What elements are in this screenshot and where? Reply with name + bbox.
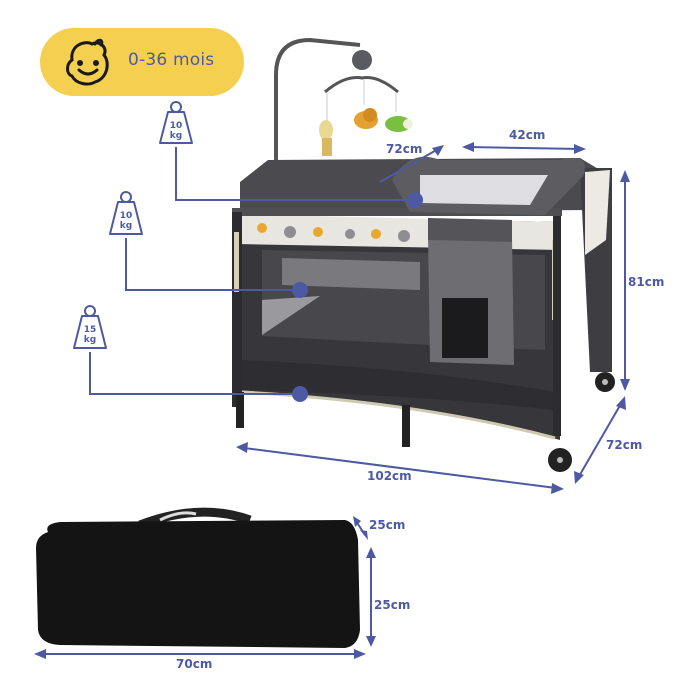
weight-label-bassinet: 10 kg bbox=[114, 211, 138, 231]
carry-bag-image bbox=[36, 507, 360, 648]
weight-label-changing-table: 10 kg bbox=[164, 121, 188, 141]
weight-unit: kg bbox=[169, 131, 183, 141]
dim-length: 102cm bbox=[367, 469, 412, 483]
dim-changing-table-depth: 72cm bbox=[386, 142, 423, 156]
bag-dim-height: 25cm bbox=[374, 598, 411, 612]
bag-dim-depth: 25cm bbox=[369, 518, 406, 532]
weight-value: 15 bbox=[83, 325, 97, 335]
bag-dim-length: 70cm bbox=[176, 657, 213, 671]
weight-label-playpen: 15 kg bbox=[78, 325, 102, 345]
dim-depth: 72cm bbox=[606, 438, 643, 452]
dim-height: 81cm bbox=[628, 275, 665, 289]
weight-unit: kg bbox=[83, 335, 97, 345]
dim-changing-table-width: 42cm bbox=[509, 128, 546, 142]
travel-crib-image bbox=[232, 37, 615, 472]
weight-value: 10 bbox=[119, 211, 133, 221]
weight-value: 10 bbox=[169, 121, 183, 131]
weight-unit: kg bbox=[119, 221, 133, 231]
weight-callouts bbox=[73, 101, 415, 395]
age-range-label: 0-36 mois bbox=[128, 50, 215, 70]
